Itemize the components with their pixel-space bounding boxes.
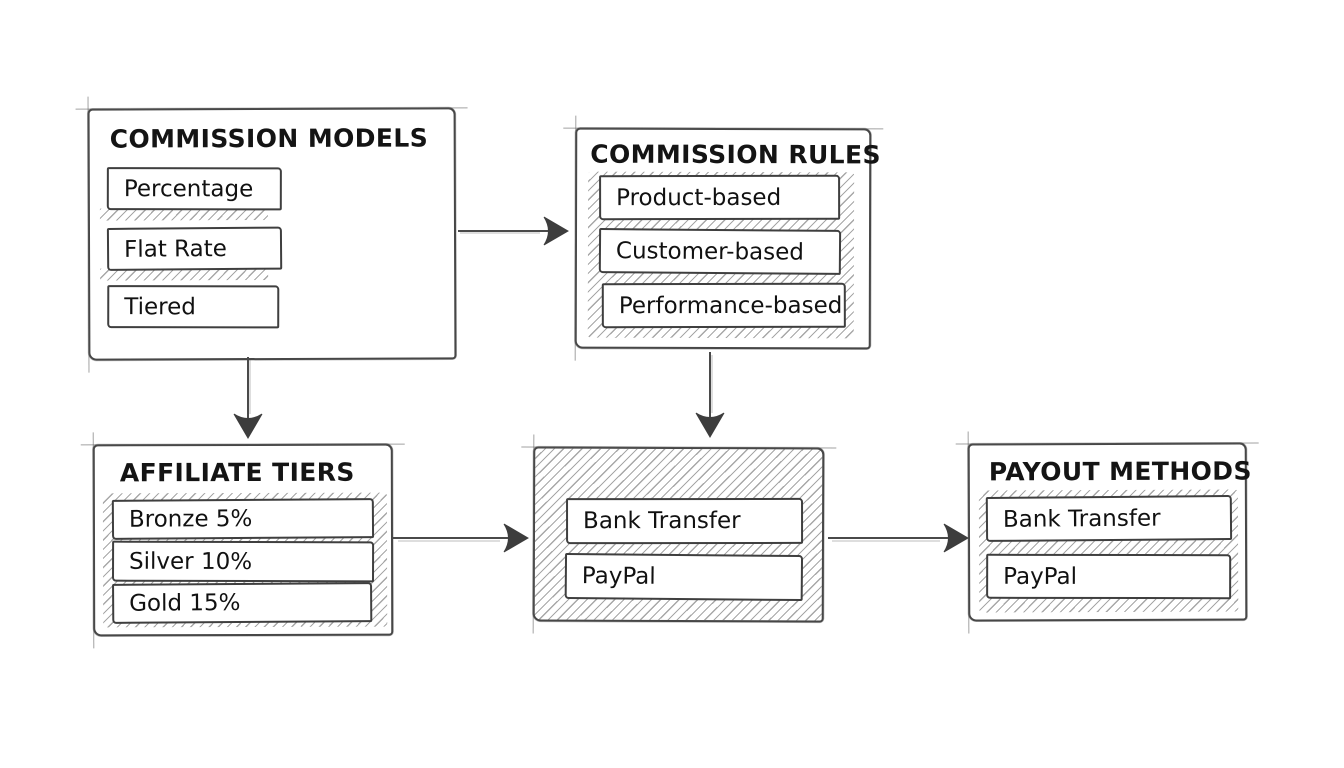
arrow-models-to-rules (458, 216, 569, 246)
item-paypal: PayPal (986, 553, 1232, 600)
arrow-tiers-to-payout-options (393, 523, 529, 553)
node-title: PAYOUT METHODS (988, 456, 1252, 487)
item-flat-rate: Flat Rate (106, 226, 283, 271)
arrow-head (503, 523, 529, 553)
item-percentage: Percentage (106, 167, 282, 211)
item-tiered: Tiered (107, 285, 280, 329)
arrow-head (695, 412, 725, 438)
item-customer-based: Customer-based (598, 228, 842, 275)
node-commission-models: COMMISSION MODELS Percentage Flat Rate T… (87, 107, 457, 361)
arrow-models-to-tiers (233, 357, 263, 439)
item-product-based: Product-based (599, 174, 841, 221)
item-bronze: Bronze 5% (111, 498, 375, 540)
node-title: COMMISSION RULES (590, 139, 881, 170)
item-bank-transfer: Bank Transfer (566, 497, 804, 545)
item-gold: Gold 15% (112, 582, 373, 624)
arrow-head (543, 216, 569, 246)
item-silver: Silver 10% (112, 540, 375, 583)
item-bank-transfer: Bank Transfer (985, 495, 1233, 542)
arrow-payout-options-to-methods (828, 523, 969, 553)
item-paypal: PayPal (564, 552, 804, 602)
node-payout-methods: PAYOUT METHODS Bank Transfer PayPal (967, 442, 1252, 622)
arrow-head (943, 523, 969, 553)
item-performance-based: Performance-based (601, 282, 846, 329)
node-title: AFFILIATE TIERS (119, 457, 355, 488)
arrow-rules-to-payout-options (695, 352, 725, 438)
node-affiliate-tiers: AFFILIATE TIERS Bronze 5% Silver 10% Gol… (92, 443, 394, 637)
node-payout-options: Bank Transfer PayPal (532, 446, 825, 623)
arrow-head (233, 413, 263, 439)
node-title: COMMISSION MODELS (109, 123, 429, 154)
node-commission-rules: COMMISSION RULES Product-based Customer-… (574, 127, 881, 350)
